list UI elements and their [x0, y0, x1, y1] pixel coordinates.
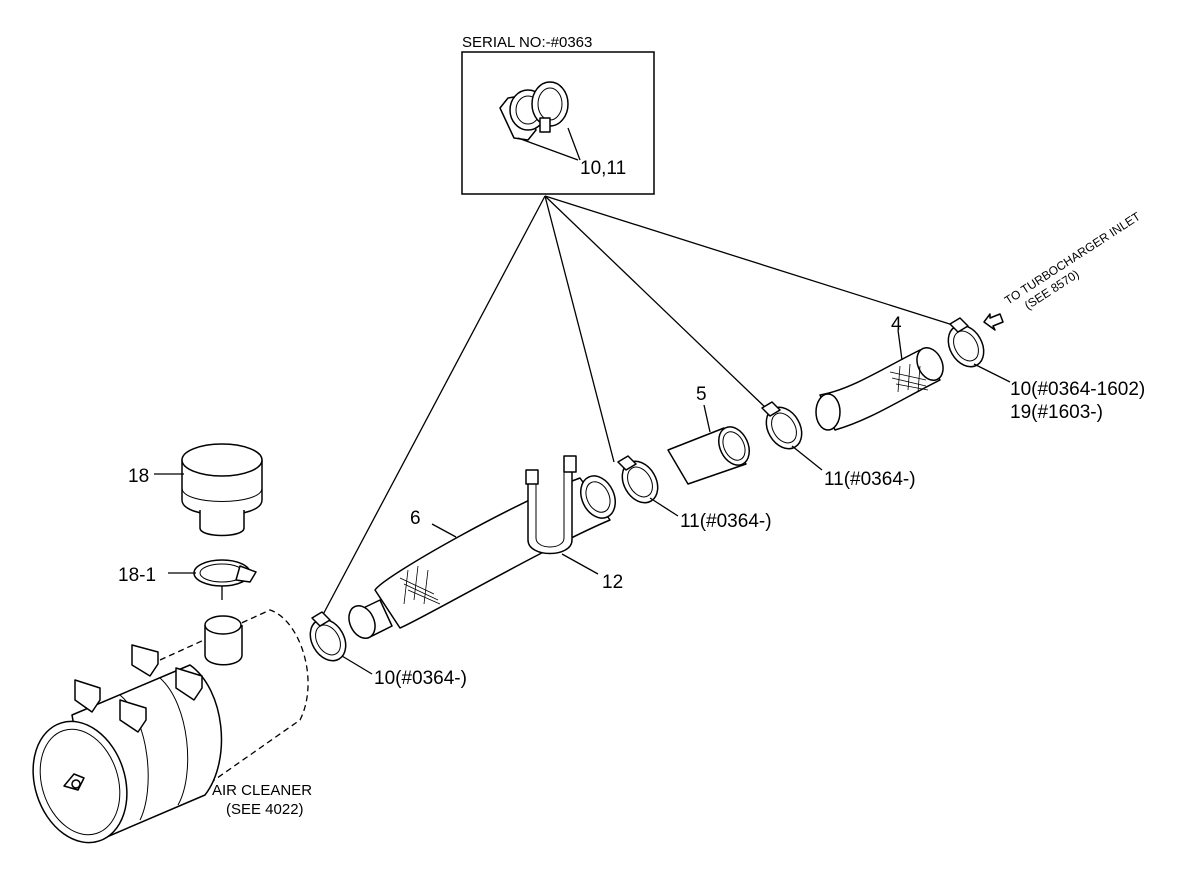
callout-10-end: 10(#0364-1602): [1010, 379, 1145, 400]
callout-11-upper: 11(#0364-): [824, 469, 916, 490]
serial-inset: SERIAL NO:-#0363 10,11: [461, 34, 655, 195]
callout-6: 6: [410, 508, 421, 529]
air-cleaner-label: AIR CLEANER: [212, 782, 312, 799]
part-4-hatch: [889, 363, 929, 393]
clamp-10-front: [309, 611, 347, 662]
part-5-hose: [667, 426, 750, 485]
clamp-10-19-end: [947, 317, 985, 368]
air-cleaner: [32, 609, 309, 844]
callout-19-end: 19(#1603-): [1010, 402, 1103, 423]
clamp-11-mid: [617, 455, 659, 504]
inset-clamp-pair: [499, 81, 569, 141]
air-cleaner-ref: (SEE 4022): [226, 801, 304, 818]
callout-11-mid: 11(#0364-): [680, 511, 772, 532]
part-6-hatch: [399, 565, 441, 605]
part-12-u-bolt: [525, 455, 577, 555]
callout-5: 5: [696, 384, 707, 405]
callout-18-1: 18-1: [118, 565, 156, 586]
inset-callout: 10,11: [580, 158, 626, 179]
callout-18: 18: [128, 466, 149, 487]
turbo-note-line1: TO TURBOCHARGER INLET: [1002, 209, 1143, 308]
part-4-elbow-hose: [815, 347, 944, 431]
callout-10-front: 10(#0364-): [374, 668, 467, 689]
callout-4: 4: [891, 314, 902, 335]
part-18-cap: [181, 443, 263, 537]
callout-12: 12: [602, 572, 623, 593]
part-18-1-clamp: [193, 559, 257, 600]
clamp-11-upper: [761, 401, 803, 450]
inset-leader-lines: [317, 195, 957, 625]
turbo-note: TO TURBOCHARGER INLET (SEE 8570): [1002, 209, 1143, 313]
inset-title: SERIAL NO:-#0363: [462, 34, 592, 51]
turbo-arrow-icon: [983, 313, 1004, 331]
